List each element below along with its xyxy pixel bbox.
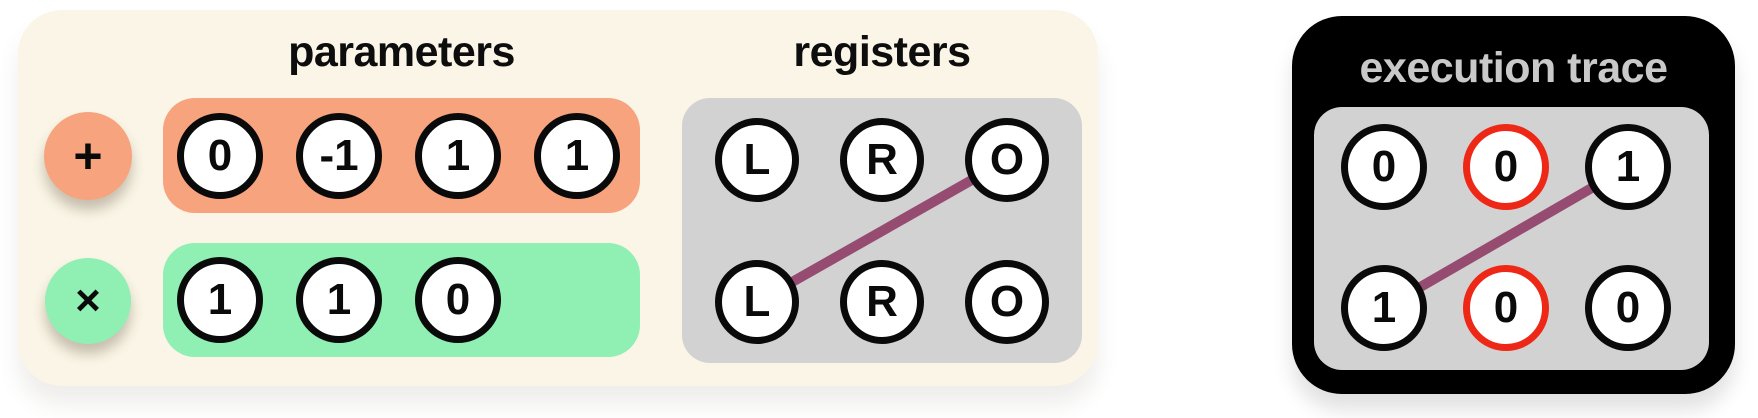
parameters-title: parameters bbox=[288, 28, 515, 76]
program-panel: parameters registers + 0 -1 1 1 × 1 1 0 … bbox=[18, 10, 1098, 386]
registers-box: L R O L R O bbox=[682, 98, 1082, 363]
execution-trace-title: execution trace bbox=[1359, 44, 1668, 92]
execution-trace-box: 0 0 1 1 0 0 bbox=[1314, 107, 1709, 370]
register-circle: O bbox=[965, 260, 1049, 344]
trace-connection-line bbox=[1381, 162, 1631, 313]
times-icon: × bbox=[75, 276, 101, 325]
trace-circle: 1 bbox=[1585, 124, 1671, 210]
register-circle: L bbox=[715, 118, 799, 202]
register-circle: L bbox=[715, 260, 799, 344]
param-circle: 1 bbox=[415, 112, 501, 199]
param-circle: 0 bbox=[177, 112, 263, 199]
param-circle: -1 bbox=[296, 112, 382, 199]
plus-parameters-band: 0 -1 1 1 bbox=[163, 98, 640, 213]
param-circle: 1 bbox=[177, 257, 263, 343]
plus-operator-badge: + bbox=[44, 112, 132, 200]
register-circle: O bbox=[965, 118, 1049, 202]
execution-trace-panel: execution trace 0 0 1 1 0 0 bbox=[1292, 16, 1735, 394]
trace-circle: 1 bbox=[1341, 265, 1427, 351]
param-circle: 0 bbox=[415, 257, 501, 343]
trace-circle: 0 bbox=[1585, 265, 1671, 351]
trace-circle: 0 bbox=[1341, 124, 1427, 210]
trace-circle-highlighted: 0 bbox=[1463, 265, 1549, 351]
trace-circle-highlighted: 0 bbox=[1463, 124, 1549, 210]
times-operator-badge: × bbox=[45, 258, 131, 344]
registers-title: registers bbox=[793, 28, 971, 76]
param-circle: 1 bbox=[296, 257, 382, 343]
register-circle: R bbox=[840, 118, 924, 202]
plus-icon: + bbox=[73, 128, 103, 184]
register-connection-line bbox=[754, 155, 1010, 307]
param-circle: 1 bbox=[534, 112, 620, 199]
times-parameters-band: 1 1 0 bbox=[163, 243, 640, 357]
register-circle: R bbox=[840, 260, 924, 344]
